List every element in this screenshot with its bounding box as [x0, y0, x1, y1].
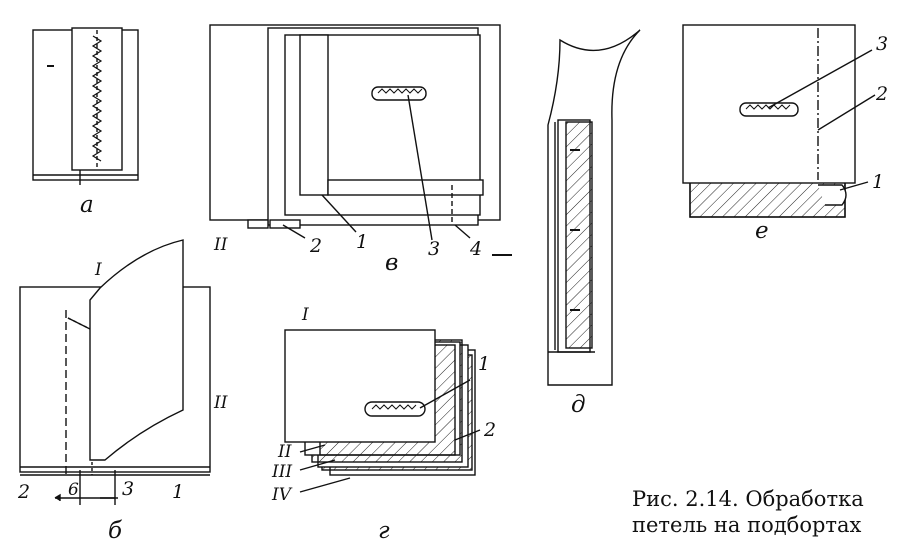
panel-e-label-1: 1: [872, 171, 884, 193]
panel-g-label-III: III: [271, 462, 292, 482]
zigzag-stitch: [91, 35, 103, 162]
panel-e-label-2: 2: [875, 83, 888, 105]
panel-e-label-3: 3: [876, 33, 888, 55]
panel-e-letter: е: [755, 218, 769, 244]
panel-b-label-II: II: [213, 393, 228, 413]
panel-v-label-2: 2: [309, 235, 322, 257]
panel-b-label-2: 2: [17, 481, 30, 503]
panel-v-label-3: 3: [428, 238, 440, 260]
panel-b-label-1: 1: [172, 481, 184, 503]
panel-d-letter: д: [571, 392, 586, 418]
panel-v: [209, 24, 512, 256]
buttonhole: [364, 401, 426, 417]
panel-b: [19, 239, 211, 505]
panel-v-label-1: 1: [356, 231, 368, 253]
panel-a: [32, 27, 139, 185]
panel-v-label-II: II: [213, 235, 228, 255]
panel-b-label-I: I: [94, 260, 102, 280]
caption-line-1: Рис. 2.14. Обработка: [632, 487, 864, 511]
panel-g-letter: г: [378, 518, 390, 544]
buttonhole: [739, 102, 799, 117]
caption-line-2: петель на подбортах: [632, 513, 862, 537]
panel-v-label-4: 4: [469, 238, 482, 260]
panel-e: [682, 24, 876, 218]
panel-g: [284, 329, 481, 493]
figure-caption: Рис. 2.14. Обработка петель на подбортах: [632, 486, 902, 538]
panel-g-label-I: I: [301, 305, 309, 325]
panel-g-label-IV: IV: [271, 485, 293, 505]
panel-b-letter: б: [108, 518, 123, 544]
panel-v-letter: в: [385, 250, 398, 276]
panel-g-label-II: II: [277, 442, 292, 462]
panel-a-letter: а: [80, 192, 94, 218]
panel-g-label-2: 2: [483, 419, 496, 441]
panel-b-label-6: 6: [68, 480, 79, 500]
panel-g-label-1: 1: [478, 353, 490, 375]
part-I-flap: [89, 239, 184, 461]
panel-d: [547, 29, 641, 386]
panel-b-label-3: 3: [122, 478, 134, 500]
